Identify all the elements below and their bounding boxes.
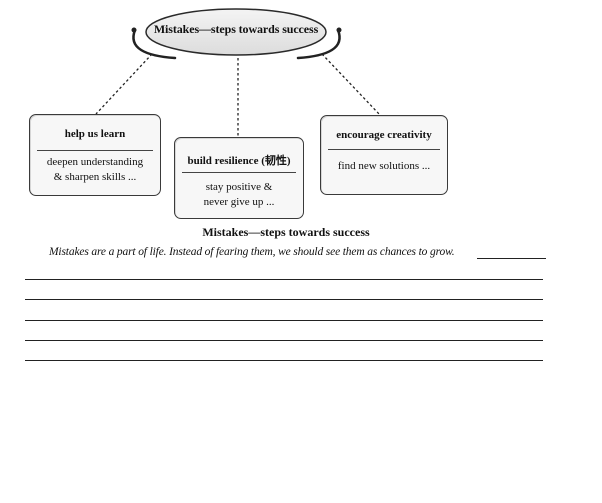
branch-detail-line: never give up ... (203, 196, 275, 208)
right-arc (296, 28, 341, 60)
branch-divider (37, 150, 153, 151)
writing-line[interactable] (25, 340, 543, 341)
writing-line[interactable] (25, 279, 543, 280)
connector-right (321, 53, 381, 116)
essay-opening-sentence: Mistakes are a part of life. Instead of … (49, 246, 455, 258)
branch-details: find new solutions ... (321, 159, 447, 174)
branch-detail-line: & sharpen skills ... (53, 171, 137, 183)
connector-left (95, 53, 153, 115)
left-arc (132, 28, 177, 60)
writing-line[interactable] (477, 258, 546, 259)
branch-detail-line: find new solutions ... (337, 160, 431, 172)
branch-build-resilience: build resilience (韧性) stay positive & ne… (174, 137, 304, 219)
branch-details: deepen understanding & sharpen skills ..… (30, 155, 160, 185)
branch-title: build resilience (韧性) (187, 155, 291, 167)
branch-details: stay positive & never give up ... (175, 180, 303, 210)
branch-detail-line: stay positive & (205, 181, 273, 193)
branch-divider (328, 149, 440, 150)
branch-detail-line: deepen understanding (46, 156, 144, 168)
mind-map: Mistakes—steps towards success help us l… (0, 0, 602, 225)
writing-line[interactable] (25, 320, 543, 321)
branch-encourage-creativity: encourage creativity find new solutions … (320, 115, 448, 195)
essay-title: Mistakes—steps towards success (202, 225, 370, 239)
mind-map-connectors (95, 8, 381, 137)
branch-title: help us learn (64, 128, 126, 140)
branch-help-us-learn: help us learn deepen understanding & sha… (29, 114, 161, 196)
writing-line[interactable] (25, 360, 543, 361)
branch-title: encourage creativity (336, 129, 432, 141)
center-oval (145, 8, 327, 56)
center-title: Mistakes—steps towards success (153, 22, 319, 36)
writing-line[interactable] (25, 299, 543, 300)
branch-divider (182, 172, 296, 173)
